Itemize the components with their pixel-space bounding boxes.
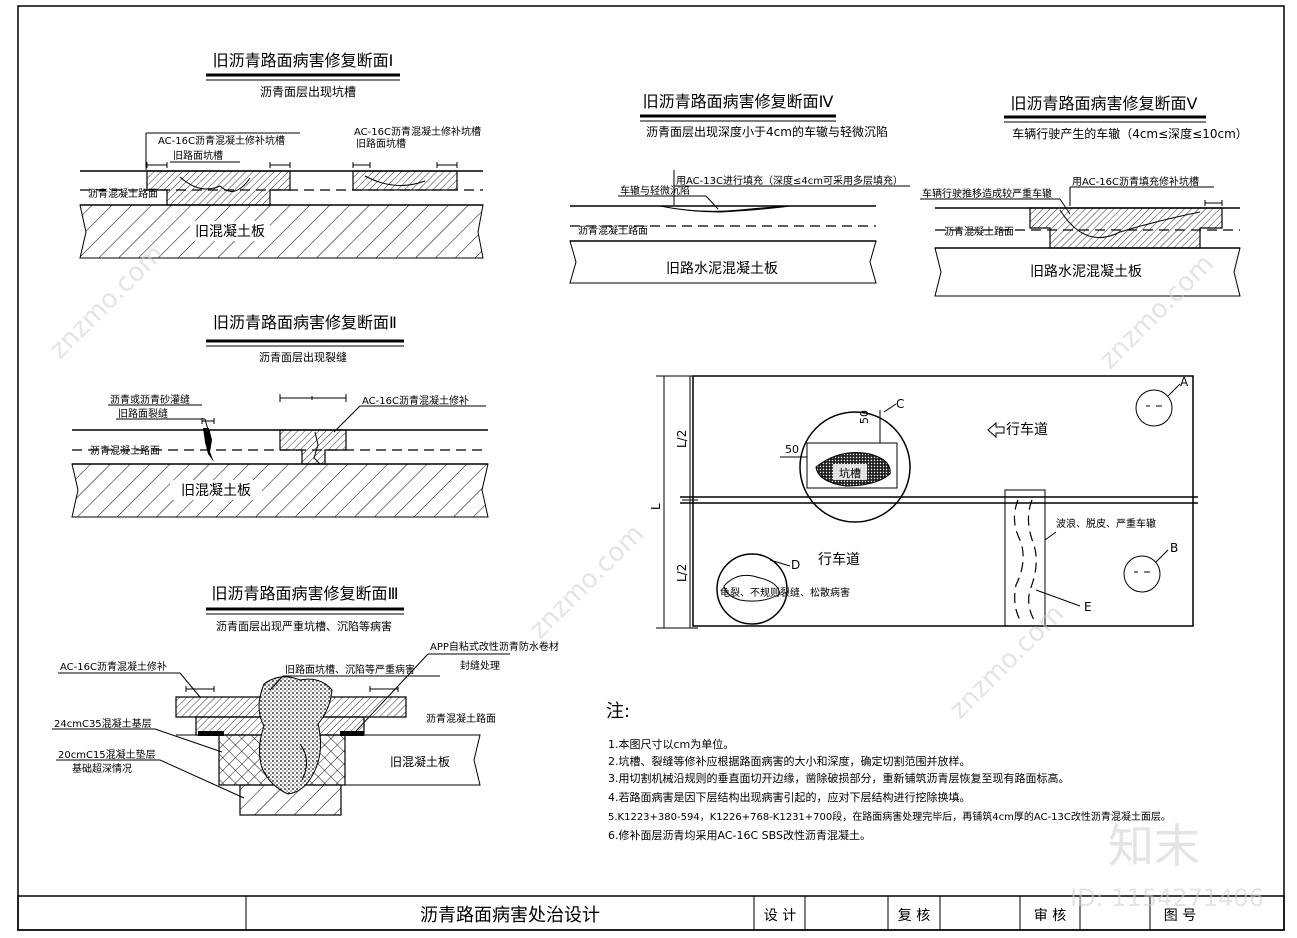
plan-lane-bottom: 行车道 (818, 551, 860, 568)
plan-mark-E: E (1084, 600, 1092, 614)
watermark-site-3: znzmo.com (944, 599, 1070, 725)
section-4-rut-label: 车辙与轻微沉陷 (620, 184, 690, 197)
plan-mark-D: D (791, 558, 800, 572)
plan-mark-A: A (1180, 375, 1189, 389)
note-3: 3.用切割机械沿规则的垂直面切开边缘，凿除破损部分，重新铺筑沥青层恢复至现有路面… (608, 771, 1070, 785)
plan-mark-C: C (896, 397, 904, 411)
section-5-rut-label: 车辆行驶推移造成较严重车辙 (922, 187, 1052, 200)
section-1-surface-label: 沥青混凝土路面 (88, 187, 158, 200)
section-1-fill-label-2: AC-16C沥青混凝土修补坑槽 (354, 125, 481, 138)
note-2: 2.坑槽、裂缝等修补应根据路面病害的大小和深度，确定切割范围并放样。 (608, 754, 971, 768)
section-3-slab-label: 旧混凝土板 (390, 754, 450, 769)
watermark-logo: 知末 (1108, 819, 1200, 873)
section-5-fill-label: 用AC-16C沥青填充修补坑槽 (1072, 175, 1199, 188)
section-2-subtitle: 沥青面层出现裂缝 (259, 350, 347, 364)
section-1-pit-label-2: 旧路面坑槽 (356, 137, 406, 150)
section-4-slab-label: 旧路水泥混凝土板 (666, 261, 778, 277)
section-2-fill-label: AC-16C沥青混凝土修补 (362, 394, 469, 407)
plan-crack-label: 龟裂、不规则裂缝、松散病害 (720, 586, 850, 599)
review-label: 复 核 (898, 907, 930, 924)
section-3-damage-label: 旧路面坑槽、沉陷等严重病害 (285, 663, 415, 676)
section-3-surface-label: 沥青混凝土路面 (426, 712, 496, 725)
section-3-subtitle: 沥青面层出现严重坑槽、沉陷等病害 (216, 619, 392, 633)
note-4: 4.若路面病害是因下层结构出现病害引起的，应对下层结构进行挖除换填。 (608, 790, 971, 804)
section-2-surface-label: 沥青混凝土路面 (90, 444, 160, 457)
section-1: 旧沥青路面病害修复断面Ⅰ 沥青面层出现坑槽 旧混凝土板 AC-16C沥青混凝土修… (79, 51, 484, 259)
plan-dim-50-horizontal: 50 (785, 443, 799, 456)
section-5-slab-label: 旧路水泥混凝土板 (1030, 264, 1142, 280)
section-2-crack-label: 旧路面裂缝 (118, 407, 168, 420)
watermark-id: ID: 1154271406 (1070, 884, 1264, 912)
section-5-subtitle: 车辆行驶产生的车辙（4cm≤深度≤10cm） (1012, 126, 1248, 141)
section-3-deep-label: 基础超深情况 (72, 762, 132, 775)
section-4-fill-label: 用AC-13C进行填充（深度≤4cm可采用多层填充） (676, 174, 903, 187)
section-3-app-label: APP自粘式改性沥青防水卷材 (430, 640, 559, 653)
section-2: 旧沥青路面病害修复断面Ⅱ 沥青面层出现裂缝 旧混凝土板 沥青或沥青砂灌缝 旧路面… (71, 313, 489, 518)
note-6: 6.修补面层沥青均采用AC-16C SBS改性沥青混凝土。 (608, 828, 871, 842)
section-2-slab-label: 旧混凝土板 (181, 483, 251, 499)
section-3-c15-label: 20cmC15混凝土垫层 (58, 748, 156, 761)
plan-lane-top: 行车道 (1006, 421, 1048, 438)
plan-view: L L/2 L/2 行车道 坑槽 50 50 C A B (649, 375, 1198, 629)
title-block: 沥青路面病害处治设计 设 计 复 核 审 核 图 号 (17, 895, 1285, 931)
section-4: 旧沥青路面病害修复断面Ⅳ 沥青面层出现深度小于4cm的车辙与轻微沉陷 旧路水泥混… (569, 92, 910, 284)
plan-wave-label: 波浪、脱皮、严重车辙 (1056, 517, 1156, 530)
watermark-site-2: znzmo.com (524, 519, 650, 645)
drawing-title: 沥青路面病害处治设计 (420, 905, 600, 926)
section-1-subtitle: 沥青面层出现坑槽 (260, 84, 356, 99)
section-5-surface-label: 沥青混凝土路面 (944, 225, 1014, 238)
drawing-no-label: 图 号 (1164, 908, 1196, 924)
plan-dim-L2-top: L/2 (675, 430, 689, 448)
section-3-title: 旧沥青路面病害修复断面Ⅲ (211, 584, 398, 603)
plan-dim-L2-bottom: L/2 (675, 564, 689, 582)
plan-dim-L: L (649, 503, 663, 510)
section-1-title: 旧沥青路面病害修复断面Ⅰ (213, 51, 394, 70)
section-2-seal-label: 沥青或沥青砂灌缝 (110, 393, 190, 406)
notes: 注: 1.本图尺寸以cm为单位。 2.坑槽、裂缝等修补应根据路面病害的大小和深度… (606, 701, 1171, 842)
section-3: 旧沥青路面病害修复断面Ⅲ 沥青面层出现严重坑槽、沉陷等病害 旧混凝土板 APP自… (52, 584, 559, 816)
plan-dim-50-vertical: 50 (858, 410, 871, 424)
plan-mark-B: B (1170, 541, 1178, 555)
direction-arrow-icon (987, 421, 1005, 439)
design-label: 设 计 (764, 908, 796, 924)
section-5: 旧沥青路面病害修复断面Ⅴ 车辆行驶产生的车辙（4cm≤深度≤10cm） 旧路水泥… (920, 94, 1248, 297)
section-4-title: 旧沥青路面病害修复断面Ⅳ (643, 92, 834, 111)
section-1-pit-label: 旧路面坑槽 (173, 149, 223, 162)
plan-pit-label: 坑槽 (839, 466, 861, 480)
section-3-seal-label: 封缝处理 (460, 659, 500, 672)
note-1: 1.本图尺寸以cm为单位。 (608, 737, 734, 751)
section-5-title: 旧沥青路面病害修复断面Ⅴ (1011, 94, 1198, 113)
section-3-fill-label: AC-16C沥青混凝土修补 (60, 660, 167, 673)
section-1-fill-label: AC-16C沥青混凝土修补坑槽 (158, 134, 285, 147)
notes-heading: 注: (606, 701, 630, 722)
section-2-title: 旧沥青路面病害修复断面Ⅱ (213, 313, 397, 332)
approve-label: 审 核 (1034, 908, 1066, 924)
section-4-subtitle: 沥青面层出现深度小于4cm的车辙与轻微沉陷 (646, 124, 888, 139)
section-3-c35-label: 24cmC35混凝土基层 (54, 717, 152, 730)
note-5: 5.K1223+380-594，K1226+768-K1231+700段，在路面… (608, 810, 1171, 823)
section-4-surface-label: 沥青混凝土路面 (578, 224, 648, 237)
section-1-slab-label: 旧混凝土板 (195, 224, 265, 240)
